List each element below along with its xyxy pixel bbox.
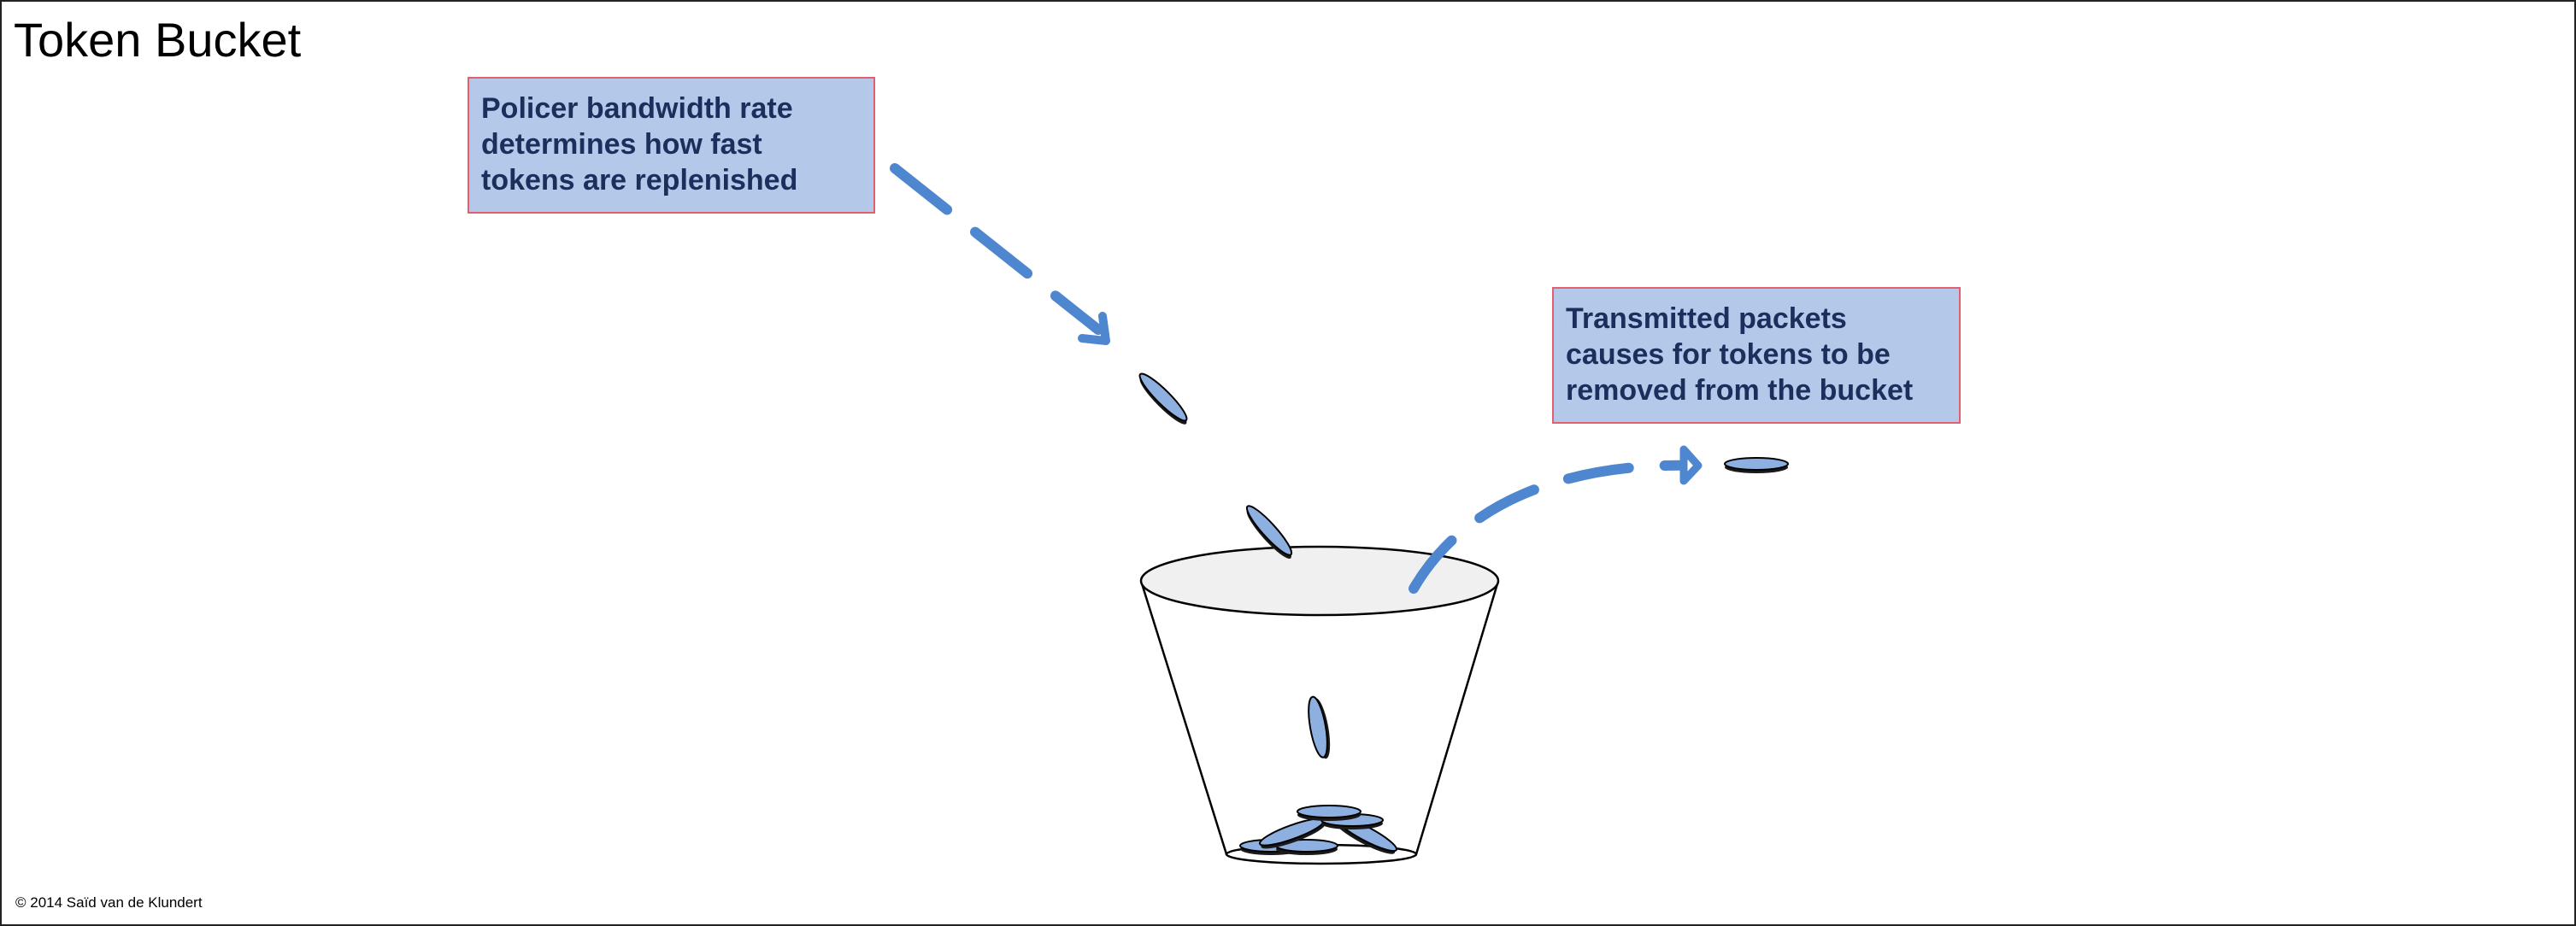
token-pile xyxy=(1239,805,1397,855)
token-falling-inside xyxy=(1308,695,1331,759)
token-falling-rim xyxy=(1245,505,1293,559)
token-removed xyxy=(1724,457,1789,473)
replenish-arrow xyxy=(890,163,1110,345)
copyright-notice: © 2014 Saïd van de Klundert xyxy=(15,894,203,911)
replenish-arrowhead xyxy=(1078,312,1110,345)
token-falling-upper xyxy=(1138,372,1188,425)
transmit-arrow xyxy=(1409,445,1703,594)
replenish-callout: Policer bandwidth rate determines how fa… xyxy=(468,77,875,214)
transmit-callout: Transmitted packets causes for tokens to… xyxy=(1552,287,1961,424)
diagram-title: Token Bucket xyxy=(14,13,302,67)
transmit-arrowhead xyxy=(1679,445,1703,485)
bucket-rim xyxy=(1139,545,1500,617)
token-pile-coin-6 xyxy=(1297,805,1362,821)
